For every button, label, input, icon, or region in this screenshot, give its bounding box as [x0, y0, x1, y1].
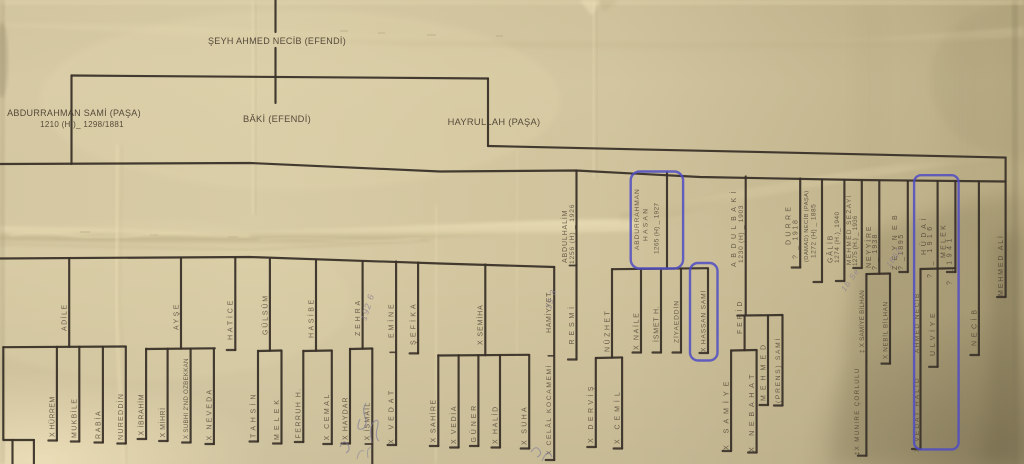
- svg-text:X NEBAHAT: X NEBAHAT: [747, 370, 756, 452]
- svg-text:‡X MÜNİRE ÇORLULU: ‡X MÜNİRE ÇORLULU: [854, 367, 861, 455]
- svg-text:MEHMED ALİ: MEHMED ALİ: [996, 234, 1005, 296]
- svg-text:ZEYNEB: ZEYNEB: [892, 210, 899, 270]
- svg-text:ŞEYH AHMED NECİB (EFENDİ): ŞEYH AHMED NECİB (EFENDİ): [208, 36, 346, 46]
- svg-text:HASAN: HASAN: [643, 207, 650, 241]
- svg-text:NECİB: NECİB: [969, 306, 978, 346]
- svg-text:X CELÂL KOCAMEMİ: X CELÂL KOCAMEMİ: [544, 364, 553, 455]
- svg-text:X DERVİŞ: X DERVİŞ: [586, 383, 595, 443]
- svg-text:X VEDAT: X VEDAT: [389, 387, 396, 444]
- svg-text:X SAMİYE: X SAMİYE: [722, 377, 731, 450]
- svg-text:BÂKİ (EFENDİ): BÂKİ (EFENDİ): [243, 114, 311, 124]
- svg-text:X HÜRREM: X HÜRREM: [48, 396, 56, 437]
- svg-text:HÜDAİ: HÜDAİ: [919, 215, 928, 255]
- svg-text:X VEDAT HALİD: X VEDAT HALİD: [912, 376, 921, 452]
- svg-text:AYŞE: AYŞE: [173, 302, 180, 330]
- svg-text:1265 (H) _ 1927: 1265 (H) _ 1927: [654, 203, 661, 254]
- svg-text:ABDURRAHMAN: ABDURRAHMAN: [634, 188, 641, 250]
- svg-text:RABİA: RABİA: [93, 410, 102, 439]
- svg-text:ADİLE: ADİLE: [60, 303, 69, 331]
- svg-text:MELEK: MELEK: [274, 396, 281, 440]
- svg-text:TAHSİN: TAHSİN: [248, 391, 257, 438]
- svg-text:X HASSAN SAMİ: X HASSAN SAMİ: [698, 290, 707, 352]
- svg-text:MEHMED: MEHMED: [760, 340, 767, 401]
- svg-text:GÜLSÜM: GÜLSÜM: [261, 294, 269, 335]
- svg-text:? _1941: ? _1941: [947, 235, 954, 285]
- svg-text:X HAYDAR: X HAYDAR: [342, 396, 349, 440]
- svg-text:FERRUH H.: FERRUH H.: [296, 387, 303, 438]
- svg-text:HAYRULLAH (PAŞA): HAYRULLAH (PAŞA): [448, 117, 541, 127]
- svg-text:X SUBHİ 2'ND ÖZBEKKAN: X SUBHİ 2'ND ÖZBEKKAN: [183, 358, 190, 439]
- svg-text:FERİD: FERİD: [735, 299, 744, 334]
- svg-text:MUKBİLE: MUKBİLE: [70, 398, 79, 438]
- svg-text:ŞEFİKA: ŞEFİKA: [409, 301, 418, 345]
- svg-text:X NEVEDA: X NEVEDA: [206, 388, 213, 441]
- svg-text:? _ 1916: ? _ 1916: [927, 223, 934, 278]
- svg-text:İSMET H.: İSMET H.: [651, 305, 660, 342]
- svg-text:1230 (H) _ 1903: 1230 (H) _ 1903: [738, 205, 745, 263]
- svg-text:X VEDİA: X VEDİA: [449, 405, 458, 444]
- svg-text:? _ 1918: ? _ 1918: [793, 218, 800, 259]
- svg-text:NÜZHET: NÜZHET: [603, 309, 611, 352]
- svg-text:X SAHİRE: X SAHİRE: [429, 399, 438, 443]
- svg-text:X CEMAL: X CEMAL: [324, 392, 331, 440]
- svg-text:1274 (H.)_1940: 1274 (H.)_1940: [834, 211, 841, 263]
- svg-text:EMİNE: EMİNE: [387, 302, 396, 338]
- svg-text:AHMED NECİB: AHMED NECİB: [912, 292, 921, 353]
- svg-text:HATİCE: HATİCE: [226, 298, 235, 340]
- svg-text:(PRENS) SAMİ: (PRENS) SAMİ: [773, 337, 782, 403]
- svg-text:‡ X SAMİYE BİLHAN: ‡ X SAMİYE BİLHAN: [859, 290, 866, 353]
- svg-text:? _ 1938: ? _ 1938: [872, 233, 879, 270]
- svg-text:? _1895: ? _1895: [898, 233, 905, 270]
- svg-text:ZİYAEDDİN: ZİYAEDDİN: [671, 300, 680, 343]
- svg-text:(DAMAD) NECİB (PAŞA): (DAMAD) NECİB (PAŞA): [803, 190, 810, 262]
- svg-text:X NAİLE: X NAİLE: [631, 312, 640, 350]
- svg-text:X CEMİL: X CEMİL: [613, 388, 622, 444]
- svg-text:ABDURRAHMAN SAMİ (PAŞA): ABDURRAHMAN SAMİ (PAŞA): [7, 108, 141, 118]
- svg-text:MELEK: MELEK: [940, 223, 947, 258]
- svg-text:X MİHRİ: X MİHRİ: [158, 407, 167, 437]
- svg-text:GÜNER: GÜNER: [470, 403, 478, 443]
- svg-text:NEYYİRE: NEYYİRE: [864, 225, 873, 268]
- svg-text:X İSMAİL: X İSMAİL: [363, 402, 372, 441]
- svg-text:1210 (H.)_ 1298/1881: 1210 (H.)_ 1298/1881: [40, 120, 124, 129]
- svg-text:ULVİYE: ULVİYE: [928, 310, 937, 356]
- svg-text:ZEHRA: ZEHRA: [355, 298, 362, 336]
- svg-text:DÜRRE: DÜRRE: [785, 204, 793, 245]
- svg-text:RESMİ: RESMİ: [567, 303, 576, 344]
- svg-text:X İBRAHİM: X İBRAHİM: [137, 394, 146, 436]
- svg-text:NUREDDİN: NUREDDİN: [116, 393, 125, 440]
- svg-text:X SEMİHA: X SEMİHA: [476, 304, 485, 345]
- svg-text:1275 (H.) _ 1936: 1275 (H.) _ 1936: [852, 215, 859, 266]
- svg-text:HAMİYYET: HAMİYYET: [544, 292, 553, 333]
- svg-text:X NEBİL BİLHAN: X NEBİL BİLHAN: [882, 301, 889, 359]
- svg-text:HASİBE: HASİBE: [306, 297, 315, 338]
- svg-text:1272 (H) _ 1885: 1272 (H) _ 1885: [811, 204, 818, 258]
- svg-text:X HALİD: X HALİD: [490, 405, 499, 444]
- svg-text:GÂLİB: GÂLİB: [826, 234, 835, 263]
- svg-text:ABDULHALİM: ABDULHALİM: [560, 210, 569, 263]
- svg-text:ABDULBAKİ: ABDULBAKİ: [729, 187, 738, 267]
- svg-text:1256 (H) _ 1926: 1256 (H) _ 1926: [569, 204, 576, 264]
- svg-text:X SÜHA: X SÜHA: [521, 405, 529, 445]
- svg-text:MEHMED SEZAYİ: MEHMED SEZAYİ: [844, 194, 853, 265]
